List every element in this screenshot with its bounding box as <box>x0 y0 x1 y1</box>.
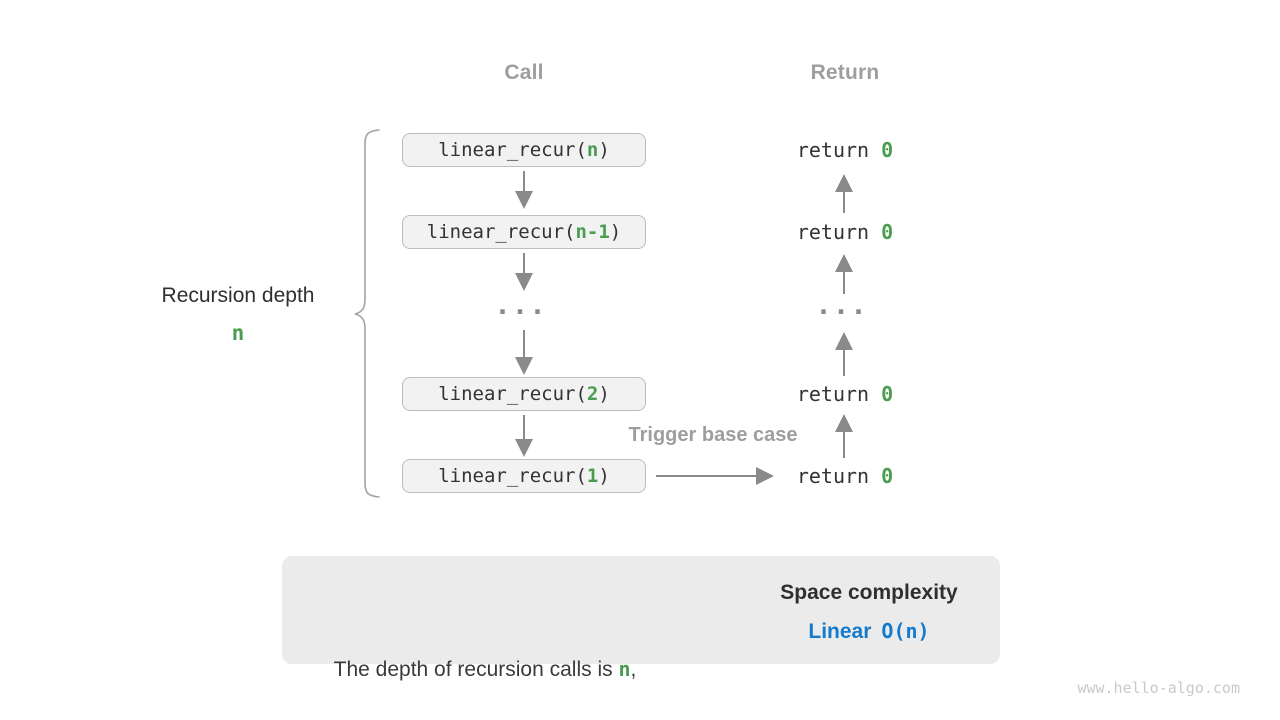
space-complexity-title: Space complexity <box>780 581 958 604</box>
summary-text-part: The depth of recursion calls is <box>333 658 619 681</box>
code-arg: 1 <box>586 465 599 487</box>
complexity-notation: O(n) <box>881 619 930 643</box>
call-frame-2: linear_recur(2) <box>402 377 646 411</box>
code-text: linear_recur( <box>438 465 587 487</box>
code-text: return <box>796 220 882 244</box>
code-text: ) <box>598 465 610 487</box>
summary-text-part: , <box>630 658 637 681</box>
summary-text: The depth of recursion calls is n, using… <box>299 574 671 720</box>
call-frame-n-1: linear_recur(n-1) <box>402 215 646 249</box>
return-value: 0 <box>881 220 894 244</box>
code-text: linear_recur( <box>426 221 576 243</box>
code-arg: n-1 <box>575 221 610 243</box>
return-statement: return 0 <box>765 382 925 406</box>
code-text: linear_recur( <box>438 139 587 161</box>
call-frame-1: linear_recur(1) <box>402 459 646 493</box>
call-frame-n: linear_recur(n) <box>402 133 646 167</box>
code-text: return <box>796 382 882 406</box>
return-statement: return 0 <box>765 220 925 244</box>
recursion-depth-label: Recursion depth <box>161 284 315 307</box>
complexity-class-word: Linear <box>808 620 872 643</box>
complexity-result: Space complexity Linear O(n) <box>758 574 980 653</box>
return-ellipsis: ... <box>818 291 872 320</box>
return-statement: return 0 <box>765 138 925 162</box>
call-ellipsis: ... <box>497 291 551 320</box>
code-text: ) <box>598 139 610 161</box>
depth-brace <box>354 129 380 498</box>
summary-line-1: The depth of recursion calls is n, <box>299 650 671 689</box>
code-text: return <box>796 138 882 162</box>
site-watermark: www.hello-algo.com <box>1077 679 1240 697</box>
code-text: ) <box>598 383 610 405</box>
summary-panel <box>282 556 1000 664</box>
code-text: linear_recur( <box>438 383 587 405</box>
trigger-base-case-label: Trigger base case <box>628 424 798 446</box>
complexity-value-line: Linear O(n) <box>758 612 980 653</box>
code-text: ) <box>609 221 622 243</box>
summary-arg: n <box>618 657 631 681</box>
return-statement: return 0 <box>765 464 925 488</box>
call-column-header: Call <box>504 61 544 84</box>
return-column-header: Return <box>810 61 880 84</box>
code-text: return <box>796 464 882 488</box>
recursion-depth-value: n <box>231 321 245 345</box>
code-arg: 2 <box>586 383 599 405</box>
return-value: 0 <box>881 382 894 406</box>
return-value: 0 <box>881 464 894 488</box>
return-value: 0 <box>881 138 894 162</box>
code-arg: n <box>586 139 599 161</box>
